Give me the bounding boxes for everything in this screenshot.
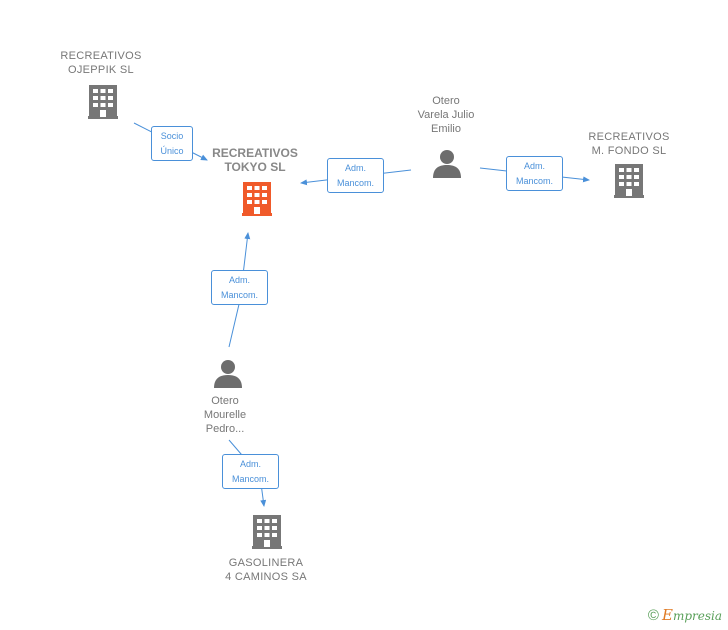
edge-role-varela-fondo: Adm. Mancom. [506,156,563,191]
node-label-gasolinera[interactable]: GASOLINERA 4 CAMINOS SA [225,557,307,583]
node-label-tokyo[interactable]: RECREATIVOS TOKYO SL [212,146,298,174]
edge-role-ojeppik-tokyo: Socio Único [151,126,193,161]
building-icon-ojeppik[interactable] [88,85,118,119]
copyright-icon: © [647,607,659,624]
brand-name: mpresia [672,609,722,623]
brand-initial: E [661,606,673,624]
node-label-mourelle[interactable]: Otero Mourelle Pedro... [203,395,247,435]
edge-role-mourelle-tokyo: Adm. Mancom. [211,270,268,305]
node-label-varela[interactable]: Otero Varela Julio Emilio [417,95,475,135]
edge-role-varela-tokyo: Adm. Mancom. [327,158,384,193]
person-icon-varela[interactable] [433,150,461,178]
person-icon-mourelle[interactable] [214,360,242,388]
building-icon-fondo[interactable] [614,164,644,198]
node-label-ojeppik[interactable]: RECREATIVOS OJEPPIK SL [60,50,142,76]
building-icon-gasolinera[interactable] [252,515,282,549]
edge-role-mourelle-gasolinera: Adm. Mancom. [222,454,279,489]
building-icon-tokyo[interactable] [242,182,272,216]
empresia-watermark: ©Empresia [648,606,722,624]
node-label-fondo[interactable]: RECREATIVOS M. FONDO SL [588,131,670,157]
